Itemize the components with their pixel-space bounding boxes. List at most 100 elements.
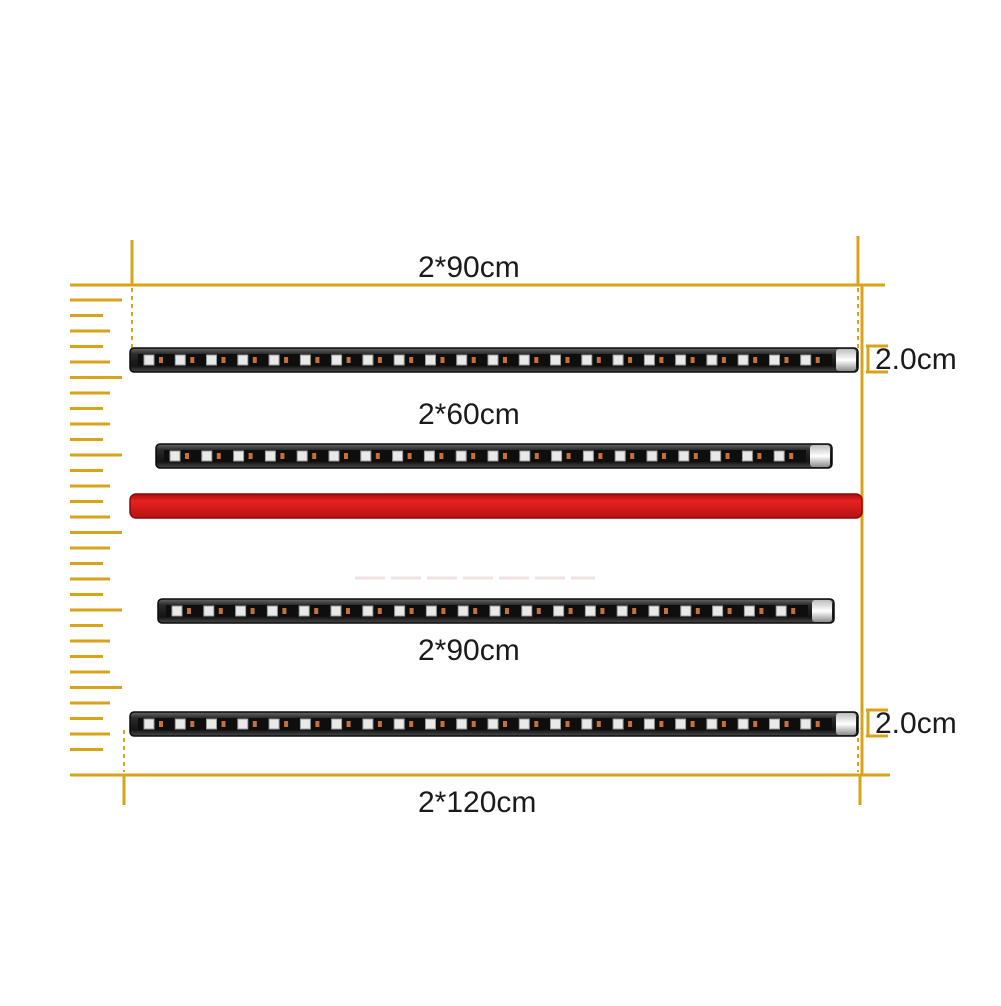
led-chip — [171, 605, 183, 617]
led-chip — [487, 450, 499, 462]
strip-120cm-bottom — [129, 711, 859, 737]
led-chip — [518, 354, 530, 366]
resistor — [503, 357, 507, 363]
led-chip — [423, 450, 435, 462]
resistor — [759, 608, 764, 614]
resistor — [473, 608, 478, 614]
resistor — [346, 357, 351, 363]
led-chip — [741, 450, 753, 462]
third-width-label: 2*90cm — [418, 634, 520, 667]
strip-120cm — [129, 347, 859, 373]
led-chip — [519, 450, 531, 462]
led-chip — [206, 718, 217, 730]
resistor — [600, 608, 605, 614]
resistor — [252, 357, 257, 363]
height-bracket-bottom — [866, 708, 888, 738]
resistor — [628, 721, 633, 727]
resistor — [596, 721, 601, 727]
resistor — [664, 608, 668, 614]
resistor — [505, 608, 509, 614]
resistor — [565, 721, 570, 727]
led-chip — [706, 354, 718, 366]
led-chip — [237, 718, 249, 730]
resistor — [185, 453, 189, 459]
resistor — [659, 721, 664, 727]
resistor — [159, 357, 163, 363]
led-chip — [296, 450, 308, 462]
resistor — [346, 608, 350, 614]
led-chip — [266, 605, 278, 617]
strip-end-cap — [810, 445, 830, 467]
resistor — [753, 721, 758, 727]
height-label-bottom: 2.0cm — [875, 707, 957, 740]
led-chip — [612, 718, 624, 730]
resistor — [690, 721, 695, 727]
resistor — [471, 453, 476, 459]
led-chip — [456, 354, 468, 366]
resistor — [566, 453, 571, 459]
led-chip — [328, 450, 340, 462]
resistor — [536, 608, 541, 614]
resistor — [757, 453, 762, 459]
resistor — [598, 453, 603, 459]
led-chip — [584, 605, 596, 617]
resistor — [471, 721, 476, 727]
led-chip — [614, 450, 626, 462]
resistor — [314, 608, 319, 614]
led-chip — [737, 354, 749, 366]
led-chip — [425, 605, 437, 617]
led-chip — [235, 605, 247, 617]
led-chip — [800, 354, 812, 366]
resistor — [409, 357, 414, 363]
led-chip — [800, 718, 812, 730]
resistor — [534, 721, 539, 727]
resistor — [377, 721, 382, 727]
resistor — [440, 721, 445, 727]
led-chip — [264, 450, 276, 462]
led-chip — [551, 450, 563, 462]
led-chip — [581, 718, 593, 730]
led-chip — [299, 354, 311, 366]
resistor — [721, 721, 726, 727]
led-chip — [712, 605, 724, 617]
top-width-label: 2*90cm — [418, 251, 520, 284]
led-chip — [362, 718, 374, 730]
strip-90cm-lower — [157, 598, 835, 624]
led-chip — [143, 354, 155, 366]
led-chip — [169, 450, 181, 462]
strip-end-cap — [836, 713, 856, 735]
resistor — [565, 357, 570, 363]
resistor — [727, 608, 732, 614]
led-chip — [268, 354, 280, 366]
led-chip — [616, 605, 628, 617]
bottom-width-label: 2*120cm — [418, 786, 537, 819]
led-chip — [769, 354, 780, 366]
led-chip — [550, 718, 561, 730]
resistor — [440, 357, 445, 363]
resistor — [784, 357, 789, 363]
resistor — [596, 357, 601, 363]
resistor — [221, 721, 226, 727]
resistor — [659, 357, 664, 363]
strip-end-cap — [836, 349, 856, 371]
led-chip — [456, 718, 468, 730]
strip-end-cap — [812, 600, 832, 622]
height-label-top: 2.0cm — [875, 343, 957, 376]
led-chip — [643, 354, 655, 366]
resistor — [407, 453, 412, 459]
resistor — [312, 453, 317, 459]
led-chip — [143, 718, 155, 730]
resistor — [221, 357, 226, 363]
resistor — [187, 608, 191, 614]
resistor — [632, 608, 637, 614]
led-chip — [174, 718, 186, 730]
resistor — [409, 721, 414, 727]
led-chip — [237, 354, 249, 366]
resistor — [248, 453, 253, 459]
resistor — [315, 357, 320, 363]
resistor — [534, 453, 539, 459]
resistor — [377, 357, 382, 363]
strip-channel — [138, 718, 832, 730]
led-chip — [680, 605, 692, 617]
